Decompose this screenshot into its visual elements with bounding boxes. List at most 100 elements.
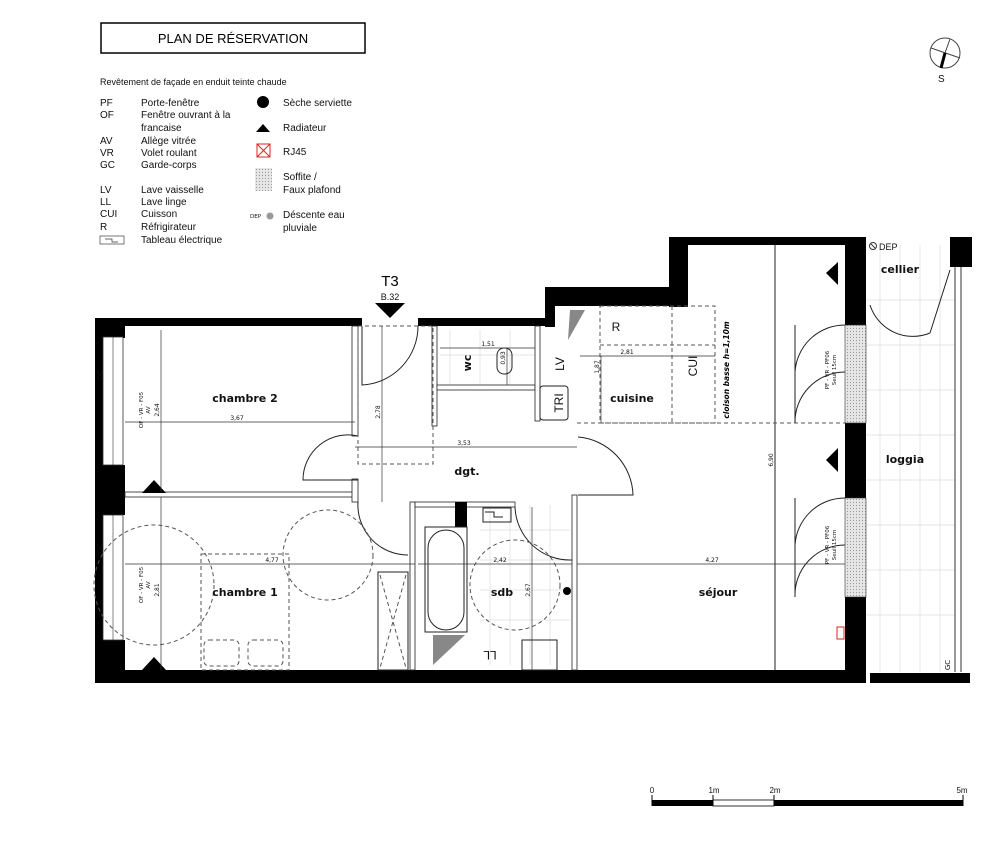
- legend-label: Réfrigirateur: [141, 222, 197, 233]
- dim-cuisine-width: 2,81: [620, 349, 634, 356]
- legend: Revêtement de façade en enduit teinte ch…: [99, 77, 352, 246]
- wet-area-tiling: [440, 330, 570, 665]
- room-label-dgt: dgt.: [454, 465, 479, 478]
- washing-machine-label: LL: [483, 648, 497, 662]
- french-door-sill: Seuil 15cm: [832, 530, 838, 561]
- room-label-wc: wc: [461, 355, 474, 372]
- dim-wc-depth: 0,93: [500, 351, 507, 365]
- room-label-loggia: loggia: [886, 453, 924, 466]
- electrical-panel-icon: [99, 235, 125, 245]
- radiator-icon: [826, 262, 838, 285]
- gc-label: GC: [96, 543, 104, 553]
- room-label-sejour: séjour: [699, 586, 738, 599]
- legend-label: Porte-fenêtre: [141, 98, 200, 109]
- towel-dryer-icon: [257, 96, 269, 108]
- plan-title: PLAN DE RÉSERVATION: [158, 31, 308, 46]
- windows: [102, 267, 962, 672]
- french-door-code: PF - VR - PF06: [825, 350, 831, 389]
- fixtures: [93, 305, 716, 671]
- room-label-sdb: sdb: [491, 586, 513, 599]
- loggia-tiling: [866, 245, 955, 672]
- room-label-cuisine: cuisine: [610, 392, 654, 405]
- legend-heading: Revêtement de façade en enduit teinte ch…: [100, 77, 287, 87]
- soffit-icon: [255, 168, 272, 191]
- gc-label: GC: [96, 370, 104, 380]
- towel-dryer-icon: [563, 587, 571, 595]
- legend-label: Fenêtre ouvrant à la: [141, 110, 231, 121]
- dim-dgt-depth: 2,78: [375, 405, 382, 419]
- dep-label: DEP: [879, 242, 898, 252]
- scale-label: 2m: [769, 786, 780, 795]
- dim-sdb-width: 2,42: [493, 557, 507, 564]
- radiator-icon: [142, 657, 166, 670]
- cooktop-label: CUI: [686, 356, 700, 377]
- legend-label: Allège vitrée: [141, 136, 196, 147]
- legend-code: OF: [100, 110, 114, 121]
- legend-symbol-label: Faux plafond: [283, 185, 341, 196]
- dim-ch2-width: 3,67: [230, 415, 244, 422]
- radiator-icon: [142, 480, 166, 493]
- legend-label: Tableau électrique: [141, 235, 223, 246]
- dim-dgt-width: 3,53: [457, 440, 471, 447]
- exterior-walls: [95, 237, 972, 683]
- doors: [302, 269, 951, 598]
- legend-code: AV: [100, 136, 113, 147]
- dim-sejour-depth: 6,90: [768, 453, 775, 467]
- room-label-chambre-1: chambre 1: [212, 586, 277, 599]
- legend-label: Lave vaisselle: [141, 185, 204, 196]
- sorting-bin-label: TRI: [552, 393, 566, 412]
- french-door-sill: Seuil 15cm: [832, 355, 838, 386]
- plan-labels: T3 B.32 chambre 2 chambre 1 dgt. wc sdb …: [96, 242, 952, 670]
- dim-ch1-depth: 2,81: [154, 583, 161, 597]
- room-label-cellier: cellier: [881, 263, 920, 276]
- legend-symbol-label: Déscente eau: [283, 210, 345, 221]
- dim-sdb-depth: 2,67: [525, 583, 532, 597]
- dim-sejour-width: 4,27: [705, 557, 719, 564]
- legend-label: Garde-corps: [141, 160, 197, 171]
- legend-code: VR: [100, 148, 114, 159]
- legend-code: GC: [100, 160, 115, 171]
- dimension-lines: [125, 326, 845, 670]
- legend-code: R: [100, 222, 107, 233]
- legend-code: CUI: [100, 209, 117, 220]
- legend-label: Volet roulant: [141, 148, 197, 159]
- legend-code: PF: [100, 98, 113, 109]
- fridge-label: R: [612, 320, 621, 334]
- radiator-icon: [256, 124, 270, 132]
- scale-label: 1m: [708, 786, 719, 795]
- legend-label: francaise: [141, 123, 182, 134]
- window-code: OF - VR - F05: [139, 391, 145, 428]
- compass-icon: S: [929, 37, 961, 85]
- legend-code: LV: [100, 185, 112, 196]
- rj45-icon: [836, 626, 845, 640]
- low-partition-note: cloison basse h=1,10m: [722, 321, 731, 418]
- title-box: PLAN DE RÉSERVATION: [100, 22, 366, 54]
- scale-bar: 0 1m 2m 5m: [650, 786, 968, 807]
- legend-symbol-label: Sèche serviette: [283, 98, 352, 109]
- legend-label: Lave linge: [141, 197, 187, 208]
- dim-cuisine-depth: 1,87: [594, 360, 601, 374]
- markers: [142, 242, 877, 670]
- dep-prefix: DEP: [250, 214, 262, 220]
- downpipe-icon: [266, 212, 274, 220]
- compass-label: S: [938, 74, 945, 85]
- legend-label: Cuisson: [141, 209, 177, 220]
- legend-code: LL: [100, 197, 112, 208]
- dim-wc-width: 1,51: [481, 341, 495, 348]
- dim-ch2-depth: 2,64: [154, 403, 161, 417]
- window-av: AV: [146, 581, 152, 588]
- dishwasher-label: LV: [553, 357, 567, 371]
- dim-ch1-width: 4,77: [265, 557, 279, 564]
- gc-label: GC: [944, 660, 952, 670]
- rj45-icon: [256, 143, 271, 158]
- interior-partitions: [124, 245, 845, 671]
- legend-symbol-label: Soffite /: [283, 172, 317, 183]
- room-label-chambre-2: chambre 2: [212, 392, 277, 405]
- legend-symbol-label: pluviale: [283, 223, 317, 234]
- radiator-icon: [826, 448, 838, 472]
- downpipe-icon: [869, 242, 877, 250]
- scale-label: 0: [650, 786, 655, 795]
- legend-symbol-label: Radiateur: [283, 123, 327, 134]
- window-code: OF - VR - F05: [139, 566, 145, 603]
- unit-number: B.32: [381, 292, 400, 302]
